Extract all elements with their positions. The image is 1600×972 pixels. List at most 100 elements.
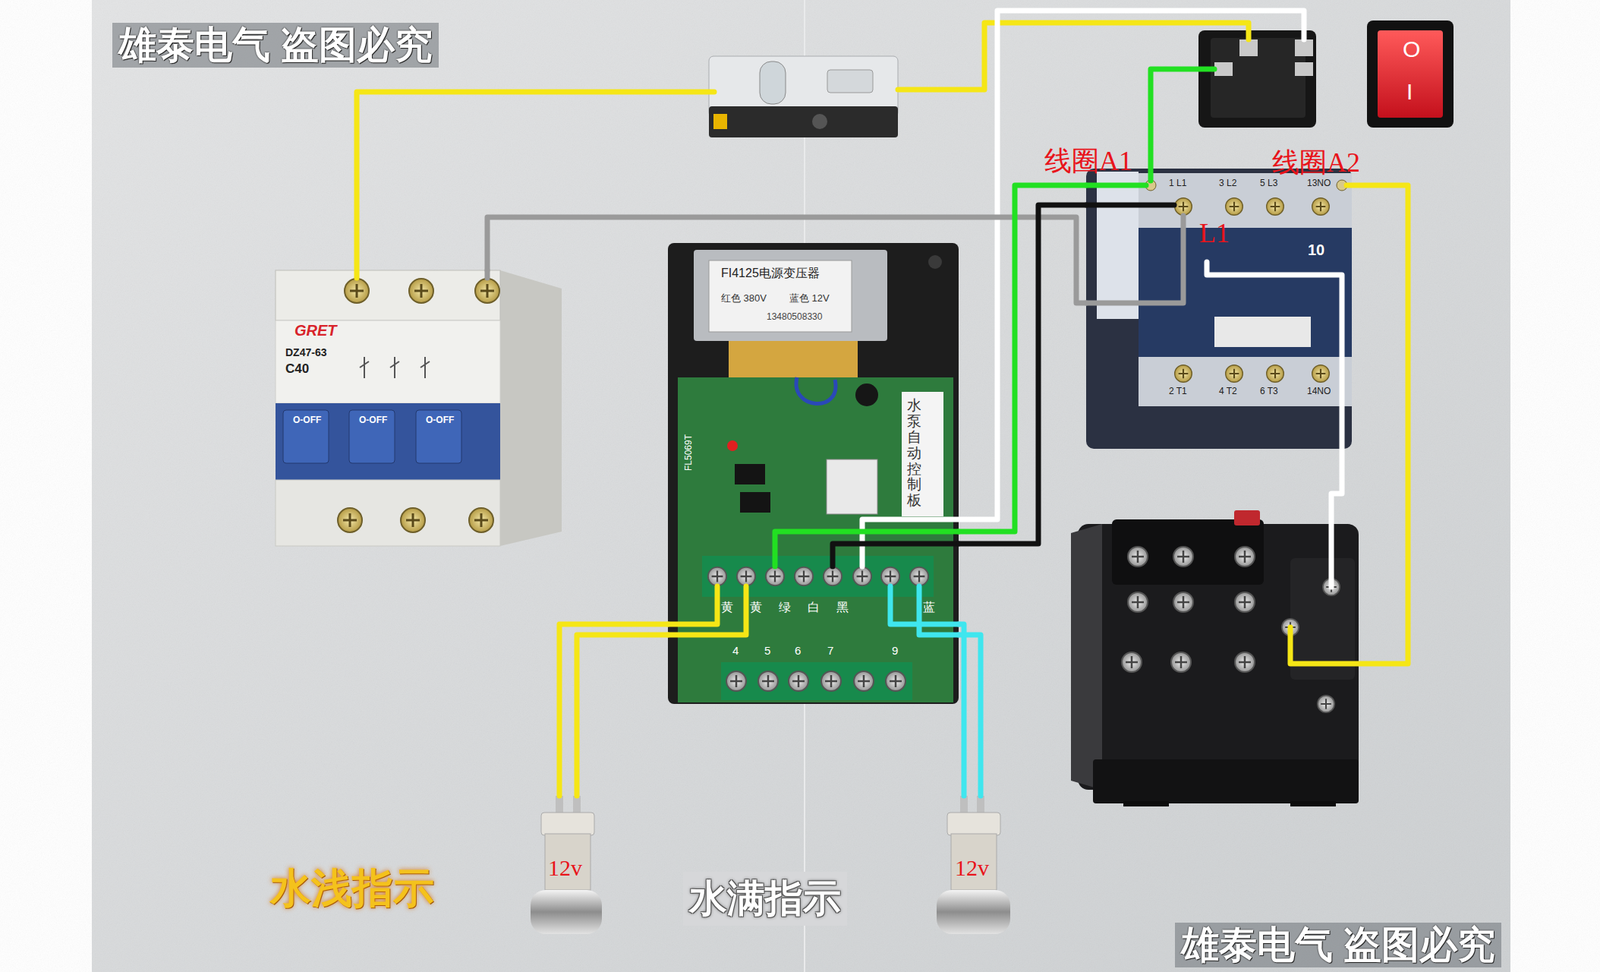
control-board [901, 391, 944, 517]
control-board-text: 水泵自动控制板 [907, 397, 922, 509]
control-board [726, 670, 747, 691]
thermal-relay [1290, 800, 1336, 807]
terminal-marking: 3 L2 [1218, 177, 1237, 189]
board-model: FL5069T [683, 434, 694, 471]
handle-text: O-OFF [359, 414, 388, 426]
wire [667, 585, 718, 624]
wire [1206, 261, 1342, 587]
fuse-holder [827, 69, 873, 93]
control-board [885, 670, 906, 691]
fuse-holder [759, 61, 786, 104]
control-board [855, 383, 879, 407]
control-board [721, 661, 913, 700]
terminal-marking: 5 L3 [1259, 177, 1278, 189]
terminal-number: 4 [732, 643, 739, 657]
terminal-marking: 6 T3 [1259, 385, 1279, 397]
control-board [794, 566, 813, 586]
background [91, 0, 1511, 972]
contactor [1138, 227, 1352, 357]
control-board [826, 459, 878, 514]
contactor [1174, 198, 1193, 216]
contactor-text: 10 [1307, 241, 1325, 259]
terminal-marking: 13NO [1307, 177, 1331, 189]
indicator-lamp [544, 833, 591, 890]
circuit-breaker [275, 270, 562, 546]
terminal-label: 蓝 [922, 599, 936, 616]
wire [862, 10, 1304, 567]
lamp-caption: 水浅指示 [270, 860, 435, 917]
indicator-lamp [530, 889, 602, 934]
control-board [667, 242, 959, 704]
circuit-breaker [275, 479, 501, 546]
circuit-breaker [500, 270, 562, 546]
thermal-relay [1070, 523, 1103, 790]
indicator-lamp [541, 812, 595, 835]
contactor: 10 [1086, 168, 1352, 449]
circuit-breaker [275, 403, 501, 480]
rocker-switch [1198, 30, 1317, 128]
contactor [1312, 365, 1330, 383]
thermal-relay [1121, 651, 1142, 672]
wire [1290, 185, 1408, 664]
terminal-number: 9 [891, 643, 898, 657]
transformer: FI4125电源变压器 [693, 249, 888, 378]
thermal-relay [1070, 510, 1359, 807]
control-board [708, 260, 852, 332]
wire [356, 10, 1408, 664]
red-rocker-switch [1377, 30, 1443, 118]
indicator-lamp [947, 812, 1001, 835]
terminal-label: 绿 [778, 599, 791, 616]
terminal-marking: 14NO [1307, 385, 1331, 397]
phone-number: 13480508330 [766, 311, 823, 322]
thermal-relay [1123, 800, 1169, 807]
wire [919, 585, 959, 635]
thermal-relay [1111, 519, 1264, 585]
wire [1086, 202, 1175, 208]
circuit-breaker [337, 507, 363, 533]
rocker-switch [1294, 62, 1314, 76]
control-board [737, 566, 756, 586]
control-board [765, 566, 785, 586]
terminal-annotation: L1 [1199, 217, 1230, 249]
contactor [1312, 198, 1330, 216]
thermal-relay [1173, 592, 1194, 612]
wire-connector [958, 204, 1087, 544]
terminal-number: 6 [794, 643, 801, 657]
indicator-lamp [936, 889, 1011, 934]
circuit-breaker [275, 320, 501, 404]
wire-connector [958, 185, 1087, 532]
watermark: 雄泰电气 盗图必究 [112, 22, 439, 68]
indicator-lamp-text: 12v [548, 854, 583, 881]
control-board [702, 555, 934, 597]
handle-text: O-OFF [425, 414, 454, 426]
contactor [1174, 365, 1193, 383]
contactor [1225, 198, 1244, 216]
switch-symbol: O [1402, 36, 1421, 63]
thermal-relay [1234, 546, 1255, 567]
fuse-holder [708, 106, 898, 138]
control-board [728, 340, 858, 378]
wire [1150, 69, 1215, 181]
wire-connector [559, 623, 668, 796]
circuit-breaker [409, 278, 434, 303]
wire-connector [958, 634, 981, 796]
handle-text: O-OFF [292, 414, 322, 426]
rocker-switch [1210, 37, 1306, 118]
terminal-number: 7 [827, 643, 834, 657]
rocker-switch [1198, 30, 1317, 128]
watermark: 雄泰电气 盗图必究 [1174, 922, 1502, 967]
control-board [796, 377, 836, 404]
terminal-marking: 1 L1 [1168, 177, 1187, 189]
wire [832, 543, 959, 567]
coil-annotation: 线圈A1 [1044, 142, 1133, 180]
thermal-relay [1317, 695, 1335, 712]
circuit-breaker-text: DZ47-63 [285, 346, 327, 359]
terminal-number: 5 [764, 643, 771, 657]
terminal-label: 黄 [721, 599, 734, 616]
thermal-relay [1127, 592, 1148, 612]
thermal-relay [1173, 546, 1194, 567]
